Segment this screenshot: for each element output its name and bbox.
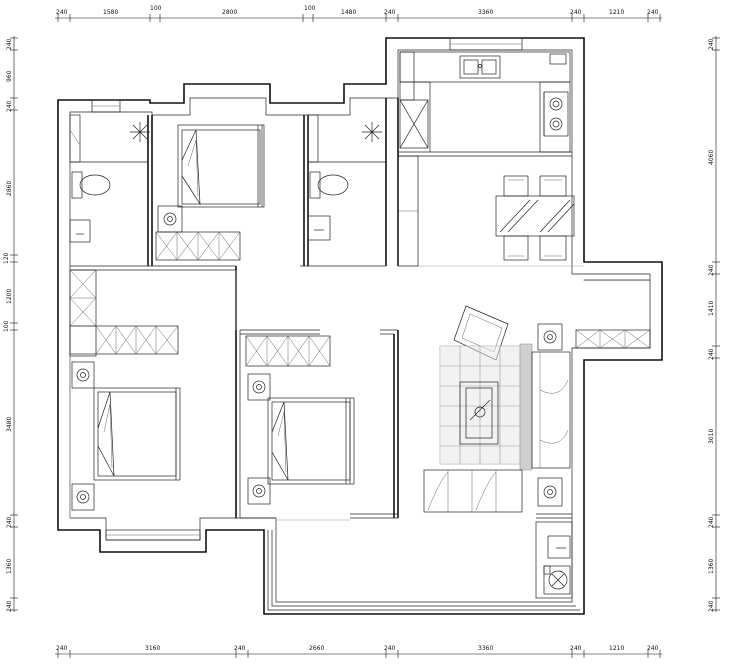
sofa-icon	[519, 343, 571, 471]
dim-left-2: 240	[6, 100, 13, 112]
bed-icon	[93, 387, 181, 481]
wardrobe-icon	[69, 269, 179, 357]
dim-bottom-6: 240	[570, 645, 582, 652]
dim-bottom-0: 240	[56, 645, 68, 652]
bedroom-top	[155, 124, 265, 261]
dim-left-6: 100	[3, 320, 10, 332]
sink-icon	[69, 219, 91, 243]
dim-top-9: 1210	[609, 9, 624, 16]
bed-icon	[177, 124, 265, 208]
coffee-table-icon	[459, 381, 499, 445]
dim-bottom-2: 240	[234, 645, 246, 652]
dim-right-0: 240	[708, 38, 715, 50]
balcony-rail	[267, 530, 580, 611]
side-table-icon	[537, 323, 563, 507]
dim-right-4: 240	[708, 348, 715, 360]
dim-bottom-3: 2660	[309, 645, 324, 652]
bathroom-left	[69, 114, 150, 243]
top-dimension-labels: 240 1580 100 2800 100 1480 240 3360 240 …	[56, 5, 659, 16]
nightstand-icon	[157, 205, 183, 233]
dim-bottom-8: 240	[647, 645, 659, 652]
washing-machine-icon	[543, 565, 571, 595]
sink-icon	[307, 215, 331, 241]
dim-bottom-5: 3360	[478, 645, 493, 652]
dining-table	[495, 175, 575, 261]
dim-left-8: 240	[6, 516, 13, 528]
dim-left-5: 1200	[6, 289, 13, 304]
dim-top-2: 100	[150, 5, 162, 12]
dim-right-8: 240	[708, 600, 715, 612]
shower-icon	[130, 122, 150, 142]
dim-top-4: 100	[304, 5, 316, 12]
dimension-lines	[10, 14, 720, 658]
dim-bottom-7: 1210	[609, 645, 624, 652]
shower-icon	[362, 122, 382, 142]
kitchen	[399, 51, 571, 153]
dim-right-2: 240	[708, 264, 715, 276]
dim-top-7: 3360	[478, 9, 493, 16]
bedroom-left	[69, 269, 181, 511]
left-dimension-labels: 240 960 240 2860 120 1200 100 3480 240 1…	[3, 38, 13, 612]
rug	[439, 345, 521, 465]
dim-left-4: 120	[3, 252, 10, 264]
nightstand-icon	[71, 361, 95, 511]
dim-bottom-4: 240	[384, 645, 396, 652]
tv-cabinet	[423, 469, 523, 513]
wardrobe-icon	[155, 231, 241, 261]
toilet-icon	[71, 171, 111, 199]
dim-right-6: 240	[708, 516, 715, 528]
dim-bottom-1: 3160	[145, 645, 160, 652]
dim-left-3: 2860	[6, 181, 13, 196]
dim-top-6: 240	[384, 9, 396, 16]
entry-cabinet	[575, 329, 651, 349]
windows	[91, 37, 651, 541]
dim-left-9: 1360	[6, 559, 13, 574]
sink-icon	[459, 55, 501, 79]
fridge-icon	[399, 99, 429, 149]
dim-top-8: 240	[570, 9, 582, 16]
stove-icon	[543, 91, 569, 137]
living-room	[423, 305, 571, 513]
dim-left-1: 960	[6, 70, 13, 82]
dim-left-7: 3480	[6, 417, 13, 432]
right-dimension-labels: 240 4060 240 1410 240 3010 240 1360 240	[708, 38, 715, 612]
dim-right-3: 1410	[708, 301, 715, 316]
dim-top-0: 240	[56, 9, 68, 16]
chair-icon	[503, 175, 567, 261]
dim-left-0: 240	[6, 38, 13, 50]
wardrobe-icon	[245, 335, 331, 367]
nightstand-icon	[247, 373, 271, 505]
bottom-dimension-labels: 240 3160 240 2660 240 3360 240 1210 240	[56, 645, 659, 652]
dim-left-10: 240	[6, 600, 13, 612]
dim-top-1: 1580	[103, 9, 118, 16]
bedroom-middle	[245, 335, 355, 505]
sink-icon	[547, 535, 571, 559]
dim-top-5: 1480	[341, 9, 356, 16]
dim-right-5: 3010	[708, 429, 715, 444]
hall-cabinet	[397, 155, 419, 267]
bathroom-right	[307, 114, 382, 241]
toilet-icon	[309, 171, 349, 199]
dim-right-7: 1360	[708, 559, 715, 574]
laundry-area	[543, 535, 571, 595]
dim-top-10: 240	[647, 9, 659, 16]
bed-icon	[267, 397, 355, 485]
dim-right-1: 4060	[708, 150, 715, 165]
dim-top-3: 2800	[222, 9, 237, 16]
